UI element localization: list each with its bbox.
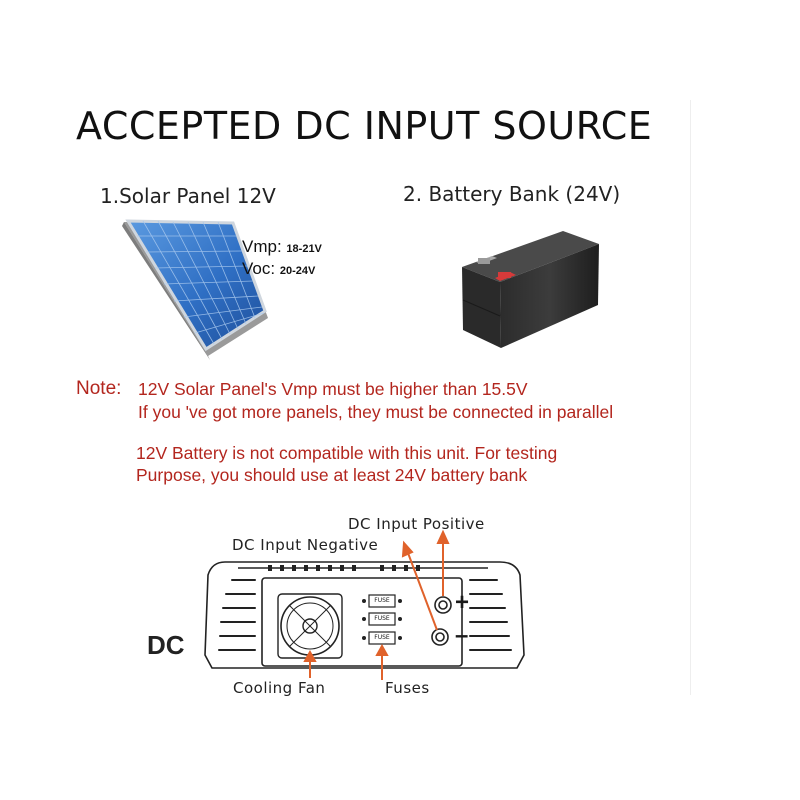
vmp-spec: Vmp: 18-21V [242,237,322,257]
note-line-4: Purpose, you should use at least 24V bat… [136,465,528,485]
fuses-label: Fuses [385,679,430,697]
voc-label: Voc: [242,259,276,278]
voc-spec: Voc: 20-24V [242,259,315,279]
divider-line [690,100,691,695]
note-line-2: If you 've got more panels, they must be… [138,402,614,422]
note-prefix: Note: [76,378,122,399]
minus-symbol: – [455,622,469,649]
fuse-2: FUSE [374,615,390,622]
dc-input-positive-label: DC Input Positive [348,515,485,533]
battery-bank-label: 2. Battery Bank (24V) [403,182,621,206]
cooling-fan-label: Cooling Fan [233,679,326,697]
vmp-label: Vmp: [242,237,282,256]
plus-symbol: + [455,589,470,616]
solar-panel-label: 1.Solar Panel 12V [100,184,276,208]
vmp-value: 18-21V [286,243,322,255]
page-title: ACCEPTED DC INPUT SOURCE [76,104,653,148]
note-line-3: 12V Battery is not compatible with this … [136,443,558,463]
fuse-3: FUSE [374,634,390,641]
fuse-1: FUSE [374,597,390,604]
dc-label: DC [147,630,185,660]
note-line-1: 12V Solar Panel's Vmp must be higher tha… [138,379,528,399]
voc-value: 20-24V [279,265,316,277]
dc-input-negative-label: DC Input Negative [232,536,379,554]
